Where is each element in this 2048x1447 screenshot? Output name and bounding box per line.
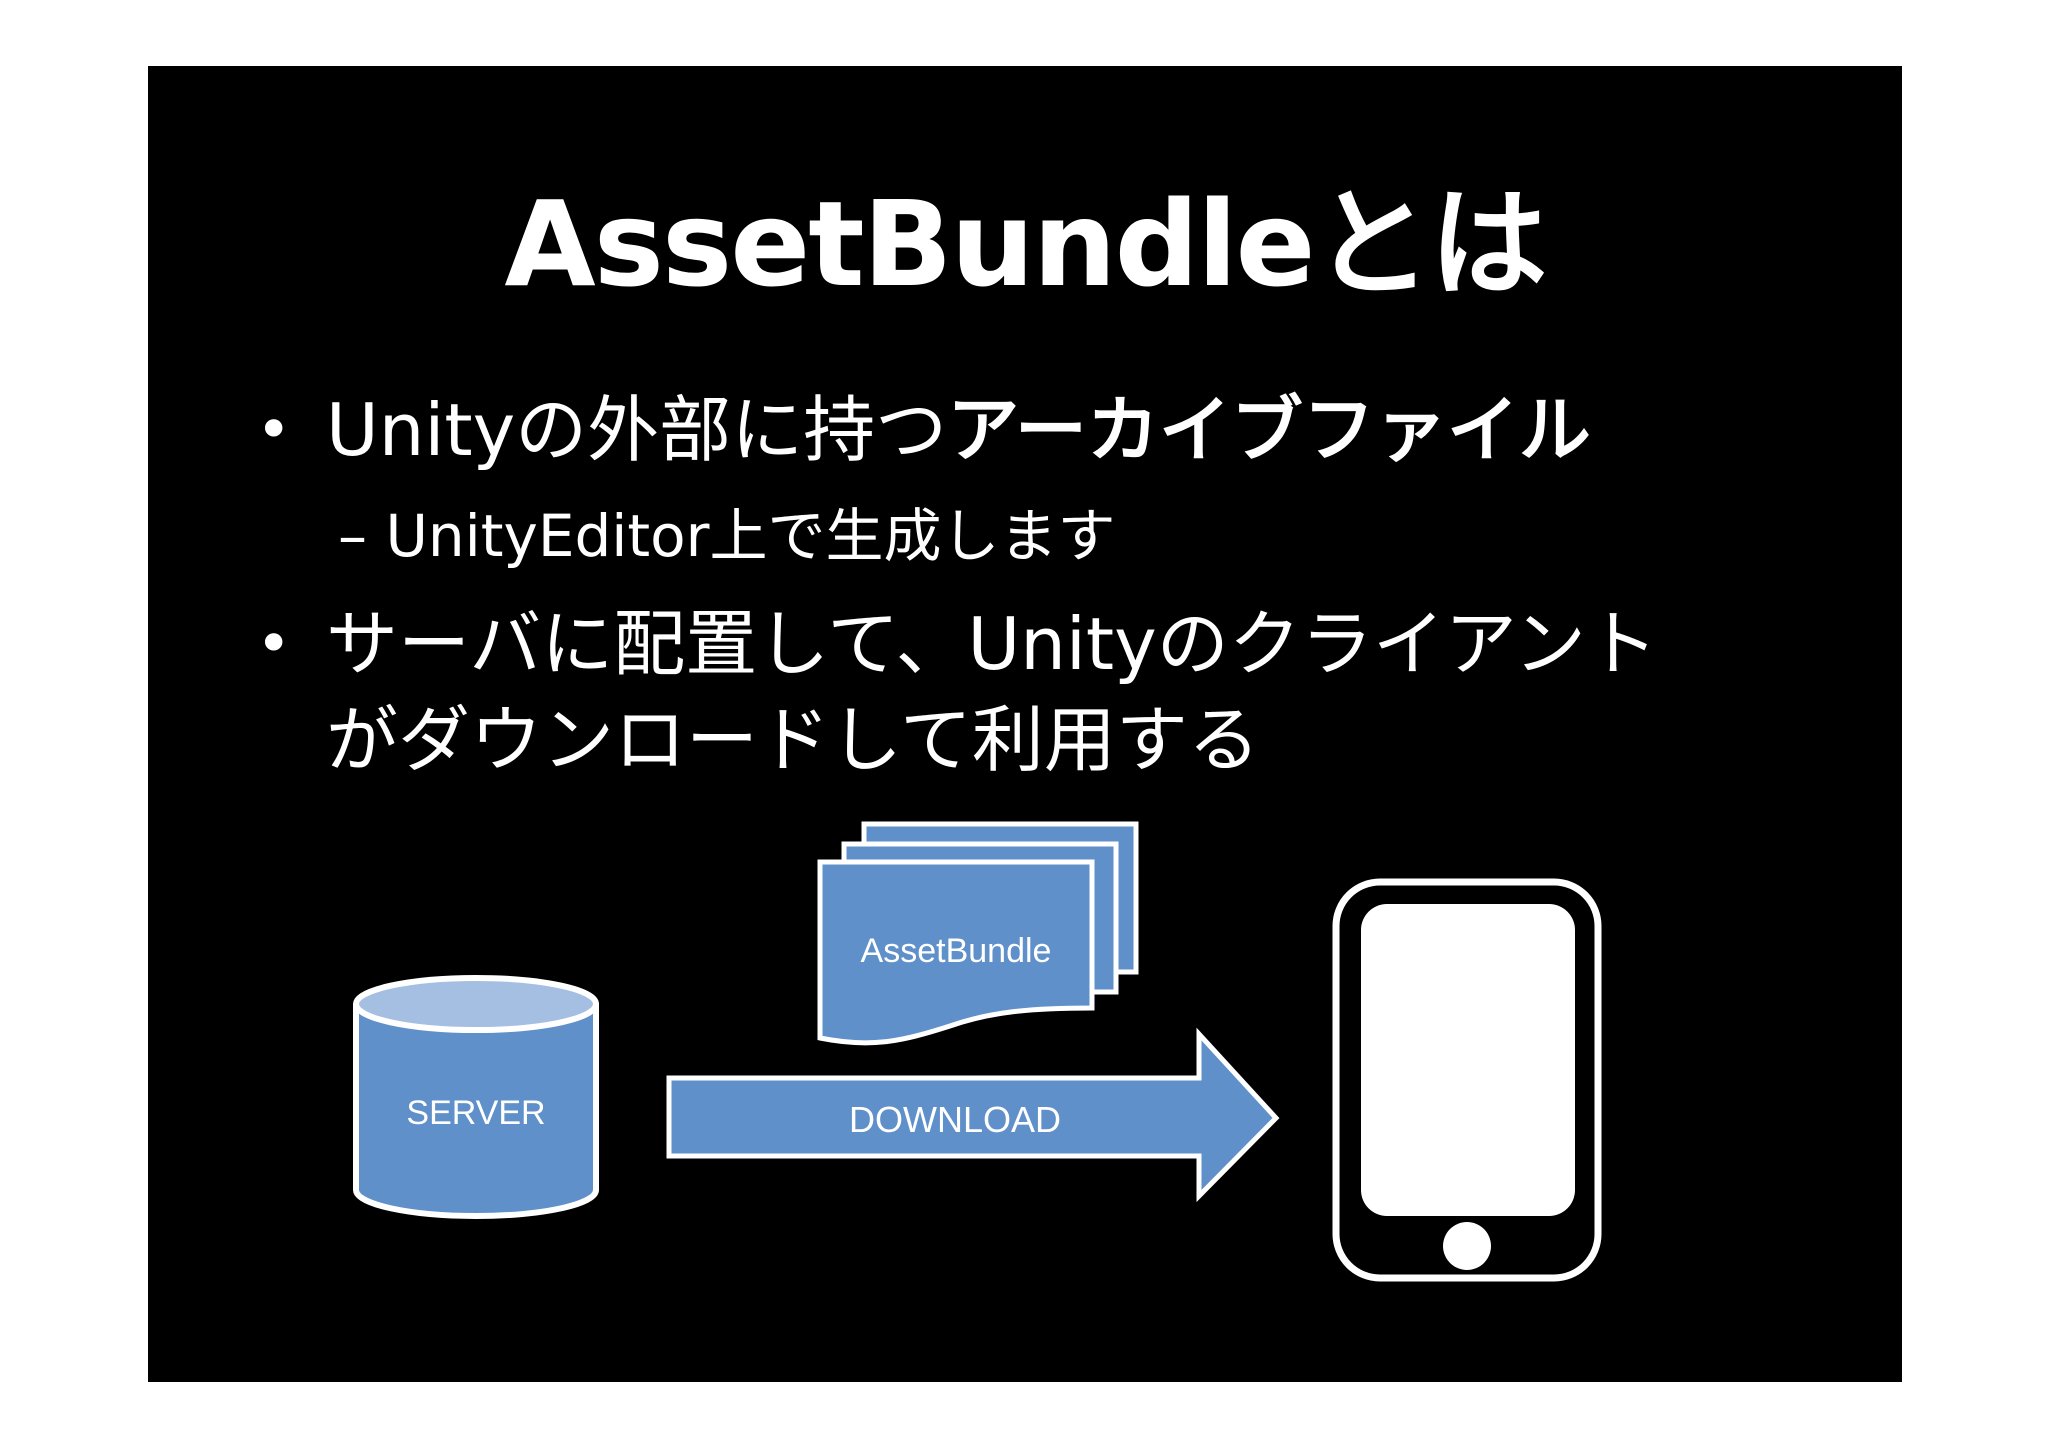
bullet-2: • サーバに配置して、Unityのクライアント bbox=[256, 598, 1658, 690]
bullet-1: • Unityの外部に持つアーカイブファイル bbox=[256, 384, 1591, 476]
bullet-dot: • bbox=[256, 609, 292, 679]
bullet-2-line1: サーバに配置して、Unityのクライアント bbox=[326, 602, 1658, 686]
sub-bullet-text: UnityEditor上で生成します bbox=[385, 502, 1116, 570]
sub-bullet-dash: – bbox=[338, 502, 367, 570]
bullet-1-text: Unityの外部に持つ bbox=[326, 388, 948, 472]
bullet-dot: • bbox=[256, 395, 292, 465]
slide-title: AssetBundleとは bbox=[504, 175, 1547, 313]
bullet-2-continuation: がダウンロードして利用する bbox=[326, 694, 1260, 786]
sub-bullet-1: – UnityEditor上で生成します bbox=[338, 500, 1115, 572]
bullet-2-line2: がダウンロードして利用する bbox=[326, 698, 1260, 782]
bullet-1-emphasis: アーカイブファイル bbox=[947, 388, 1591, 472]
